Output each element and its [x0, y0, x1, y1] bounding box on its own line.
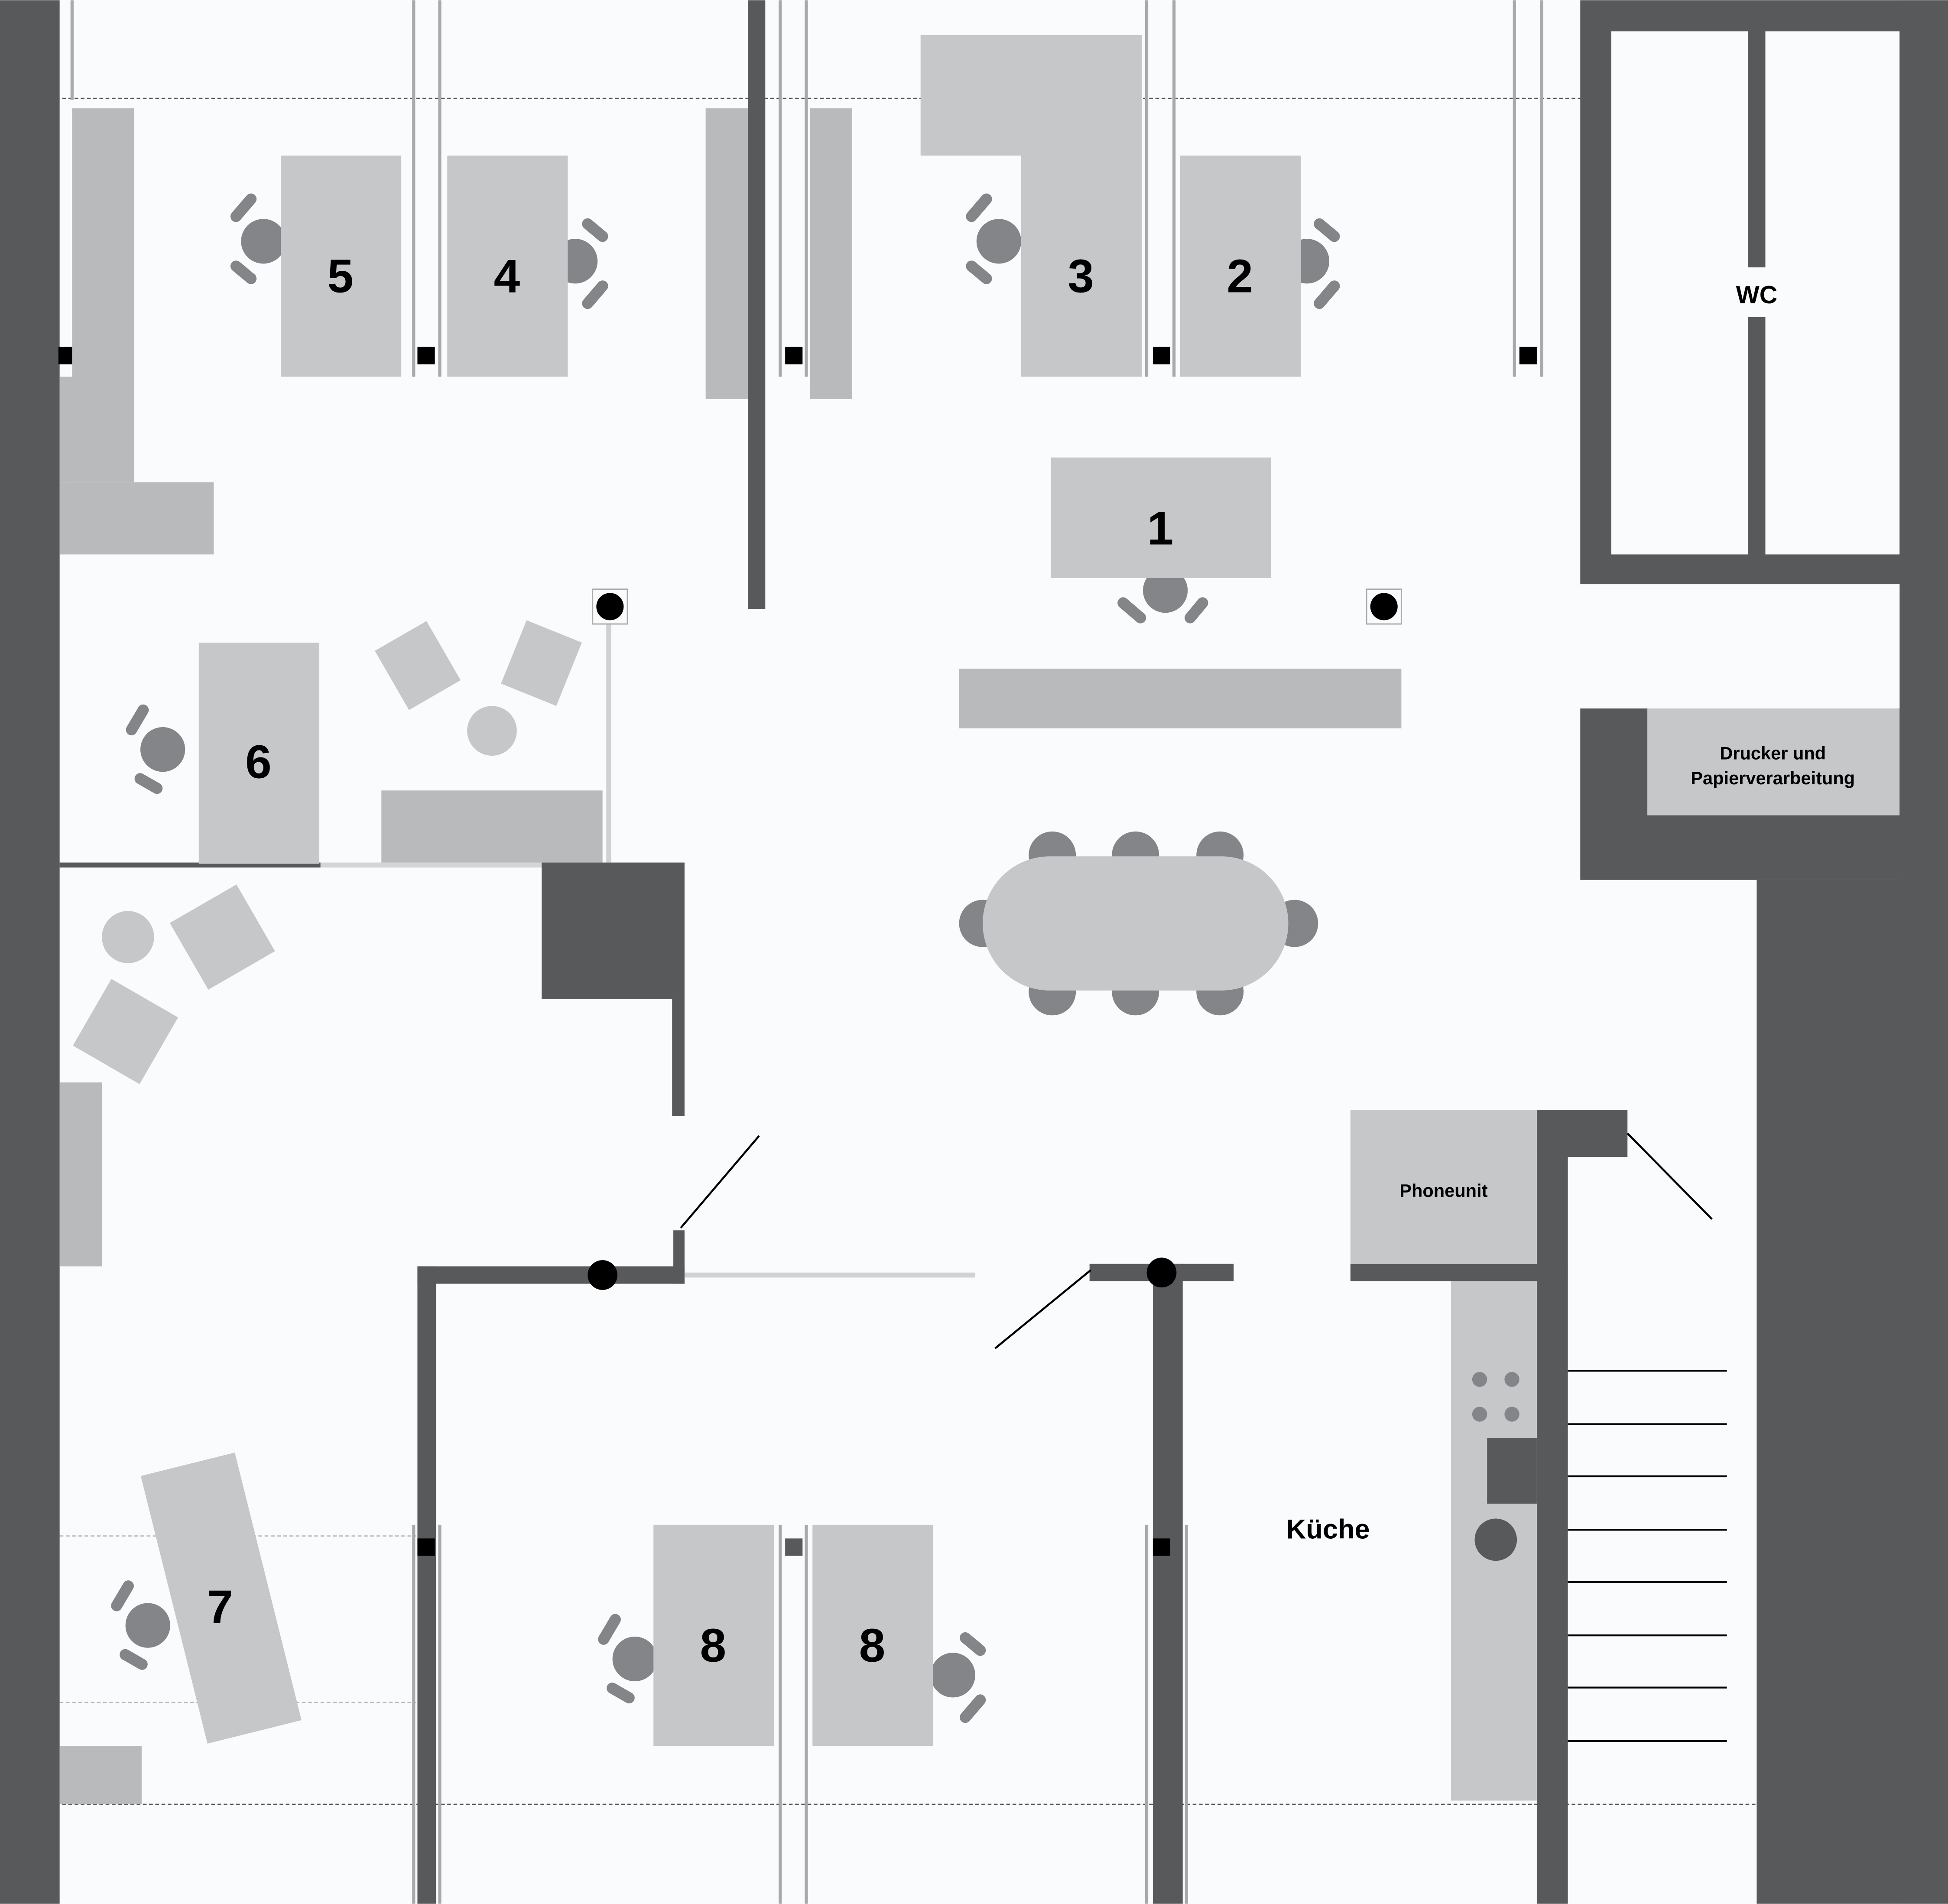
svg-text:1: 1	[1147, 502, 1174, 555]
svg-text:6: 6	[245, 736, 272, 789]
desk-5: 5	[281, 156, 402, 377]
door-swings	[680, 1133, 1713, 1349]
desk-7: 7	[140, 1452, 302, 1744]
wc-label: WC	[1736, 281, 1778, 309]
wc-stall-right	[1765, 31, 1900, 555]
columns	[58, 347, 1537, 1556]
wc-door-gap	[1745, 267, 1768, 317]
desk-6: 6	[198, 643, 319, 864]
printer-room-label-line1: Drucker und	[1720, 743, 1826, 764]
printer-room-label-line2: Papierverarbeitung	[1691, 768, 1855, 788]
furniture	[59, 35, 1900, 1804]
svg-text:8: 8	[700, 1619, 727, 1672]
phoneunit-label: Phoneunit	[1399, 1180, 1487, 1201]
desk-2: 2	[1180, 156, 1301, 377]
svg-text:8: 8	[859, 1619, 886, 1672]
desk-4: 4	[447, 156, 568, 377]
svg-text:5: 5	[327, 250, 354, 302]
svg-text:7: 7	[207, 1580, 233, 1633]
svg-text:2: 2	[1227, 250, 1253, 302]
desk-1: 1	[1051, 457, 1271, 578]
svg-text:3: 3	[1068, 250, 1094, 302]
kitchen-label: Küche	[1286, 1514, 1370, 1544]
desk-3: 3	[1021, 156, 1142, 377]
windows	[70, 0, 1543, 1904]
stairs	[1568, 1370, 1727, 1742]
svg-text:4: 4	[494, 250, 520, 302]
desk-8-right: 8	[812, 1524, 933, 1746]
desk-8-left: 8	[653, 1524, 774, 1746]
conference-table	[959, 831, 1318, 1016]
corridor	[1580, 584, 1900, 708]
wc-stall-left	[1611, 31, 1748, 555]
